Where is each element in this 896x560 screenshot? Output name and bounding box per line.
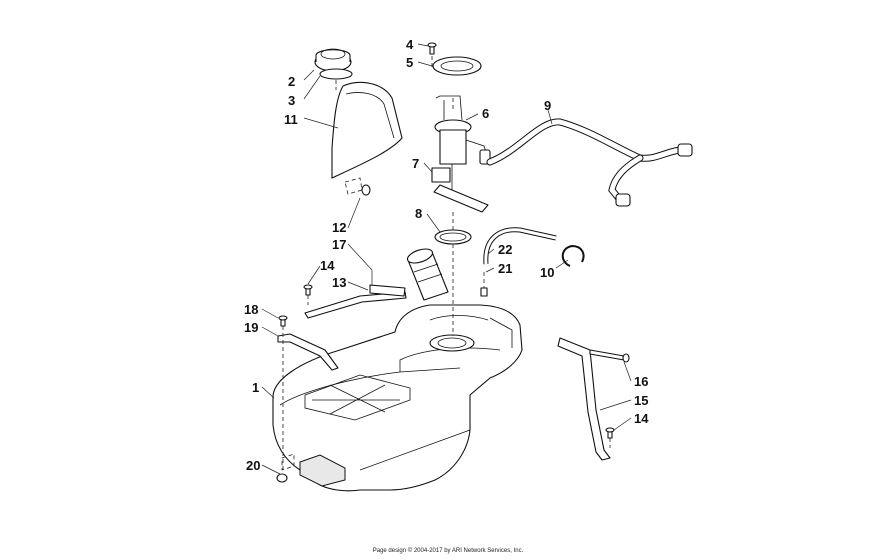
- fuel-cap: [314, 48, 352, 72]
- callout-16: 16: [634, 374, 648, 389]
- callout-9: 9: [544, 98, 551, 113]
- callout-22: 22: [498, 242, 512, 257]
- tank-strap-13: [304, 284, 407, 319]
- callout-7: 7: [412, 156, 419, 171]
- callout-4: 4: [406, 37, 414, 52]
- fuel-tank: [272, 304, 523, 492]
- pump-retainer-ring: [432, 56, 482, 76]
- callout-6: 6: [482, 106, 489, 121]
- pump-screw: [427, 42, 437, 55]
- vent-fitting: [480, 287, 488, 297]
- callout-10: 10: [540, 265, 554, 280]
- tank-strap-19: [277, 333, 339, 371]
- callout-11: 11: [284, 112, 298, 127]
- nut-20: [276, 453, 295, 483]
- bolt-14-right: [605, 427, 615, 439]
- callout-3: 3: [288, 93, 295, 108]
- strap-bolt-16: [589, 349, 630, 363]
- fuel-tank-shield: [331, 81, 403, 179]
- callout-17: 17: [332, 237, 346, 252]
- tank-strap-15: [557, 337, 611, 461]
- callout-8: 8: [415, 206, 422, 221]
- callout-19: 19: [244, 320, 258, 335]
- filler-neck: [406, 248, 449, 301]
- copyright-footer: Page design © 2004-2017 by ARI Network S…: [372, 548, 524, 554]
- callout-14-right: 14: [634, 411, 649, 426]
- shield-grommet: [344, 177, 371, 196]
- callout-14-left: 14: [320, 258, 335, 273]
- callout-1: 1: [252, 380, 259, 395]
- callout-20: 20: [246, 458, 260, 473]
- callout-21: 21: [498, 261, 512, 276]
- callout-12: 12: [332, 220, 346, 235]
- bolt-14-left: [303, 284, 313, 296]
- fuel-line: [486, 118, 693, 207]
- bolt-18: [278, 315, 288, 327]
- callout-5: 5: [406, 55, 413, 70]
- callout-13: 13: [332, 275, 346, 290]
- callout-2: 2: [288, 74, 295, 89]
- callout-15: 15: [634, 393, 648, 408]
- callout-18: 18: [244, 302, 258, 317]
- cap-gasket: [319, 68, 353, 80]
- hose-clamp: [561, 244, 585, 267]
- fuel-pump-assembly: [431, 95, 491, 213]
